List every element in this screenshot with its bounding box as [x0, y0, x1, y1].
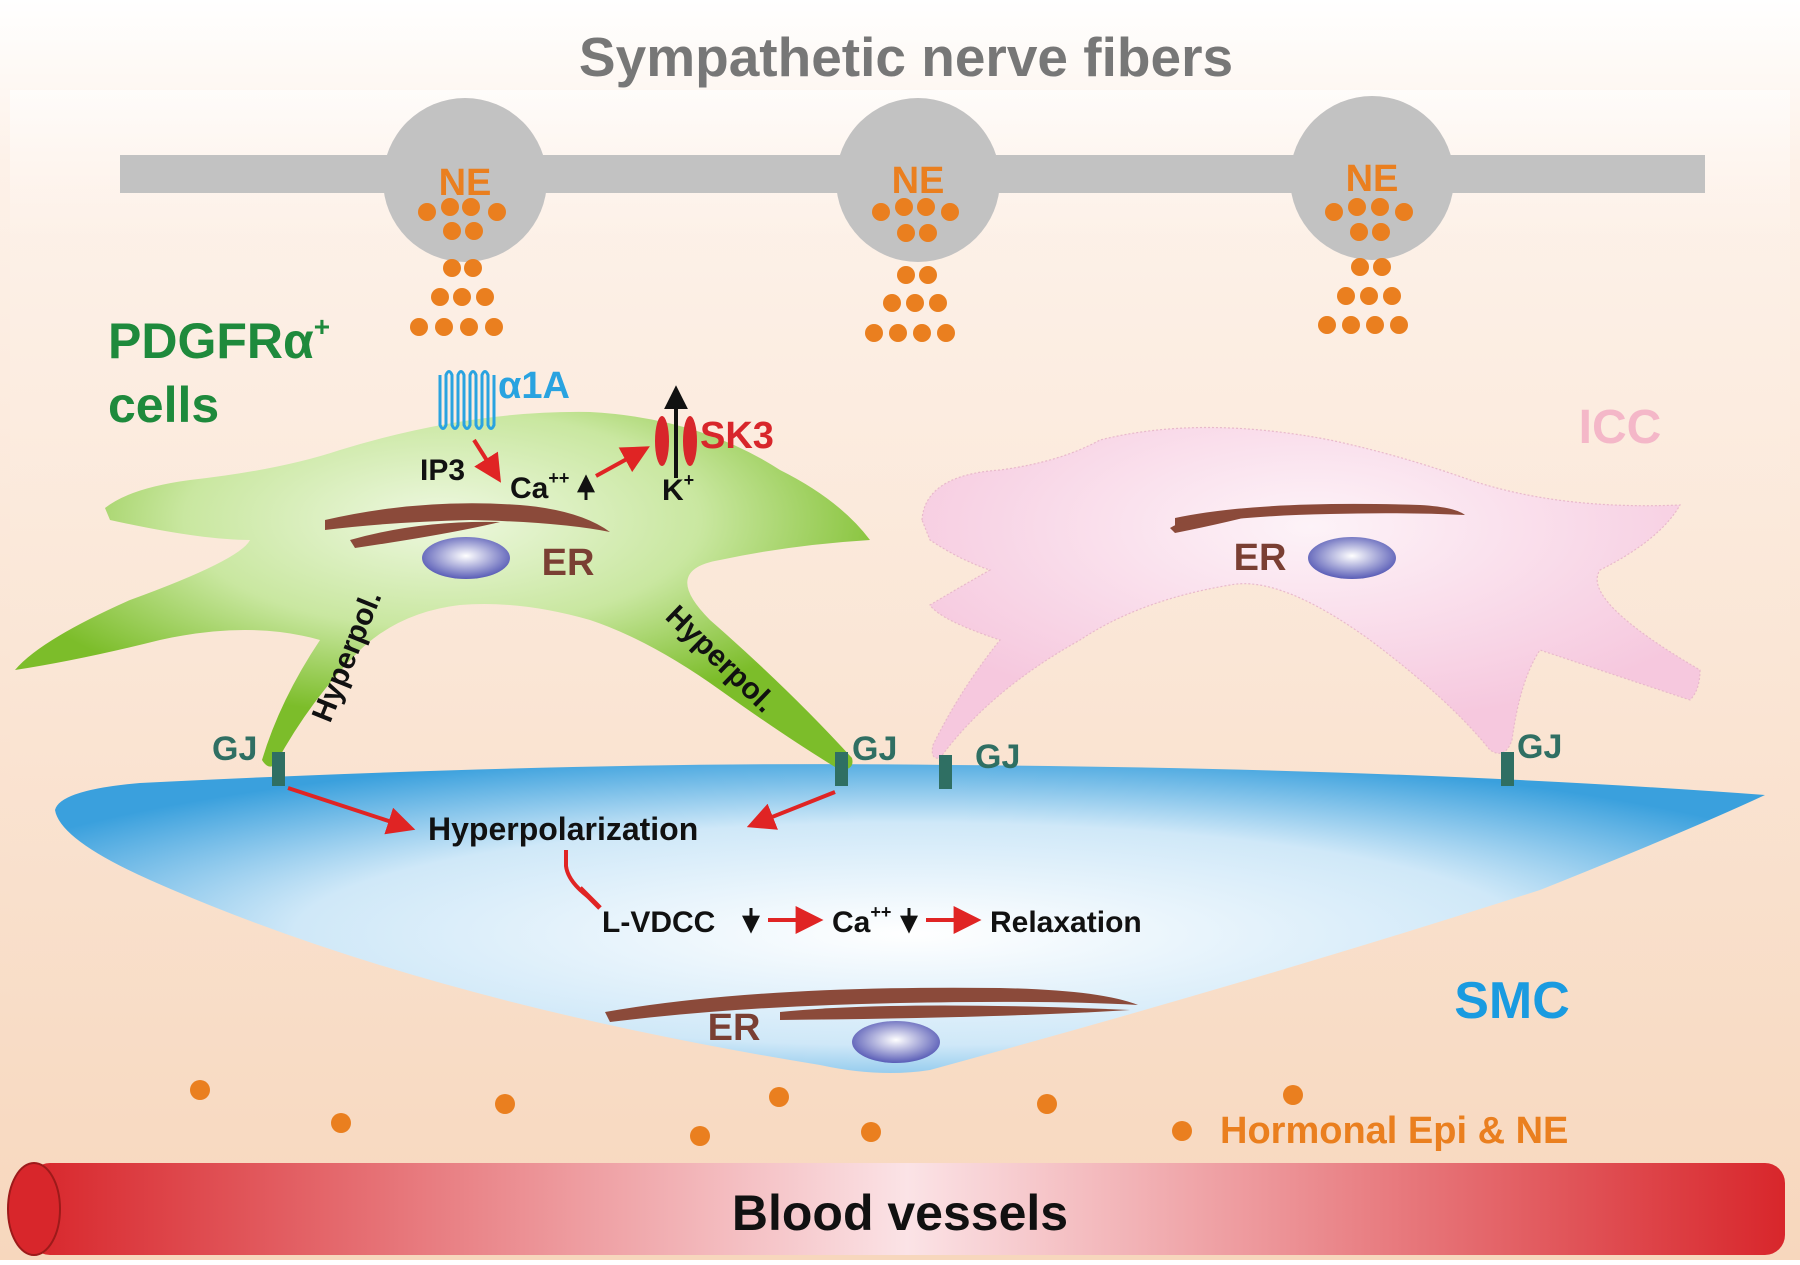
- pdgfr-cell: [15, 411, 870, 770]
- ca-to-sk3-arrow: [595, 446, 650, 478]
- varicosity-1: NE: [383, 98, 547, 262]
- alpha1a-label: α1A: [498, 365, 570, 407]
- ne-vesicles-1: [410, 198, 506, 336]
- nerve-title: Sympathetic nerve fibers: [579, 26, 1233, 88]
- gj1-arrow: [287, 786, 416, 835]
- icc-label: ICC: [1579, 401, 1662, 454]
- gj-label-2: GJ: [852, 730, 897, 768]
- sk3-channel-icon: [655, 385, 697, 478]
- varicosity-2: NE: [836, 98, 1000, 262]
- lvdcc-label: L-VDCC: [602, 906, 715, 939]
- pdgfr-er: [325, 503, 610, 532]
- smc-ca-label: Ca++: [832, 902, 891, 939]
- gap-junction-3: GJ: [939, 738, 1020, 789]
- ne-vesicles-2: [865, 198, 959, 342]
- ca-label: Ca++: [510, 468, 569, 505]
- relaxation-label: Relaxation: [990, 906, 1142, 939]
- ne-label-1: NE: [439, 162, 492, 204]
- ne-vesicles-3: [1318, 198, 1413, 334]
- gj-label-3: GJ: [975, 738, 1020, 776]
- blood-vessel: [7, 1162, 1785, 1256]
- gap-junction-4: GJ: [1501, 728, 1562, 786]
- hyperpolarization-label: Hyperpolarization: [428, 811, 698, 847]
- pdgfr-label: PDGFRα+: [108, 311, 330, 369]
- smc-nucleus: [852, 1021, 940, 1063]
- smc-label: SMC: [1454, 972, 1570, 1030]
- ip3-arrow: [472, 438, 501, 483]
- pdgfr-nucleus: [422, 537, 510, 579]
- smc-er: [605, 987, 1138, 1022]
- blood-vessels-label: Blood vessels: [732, 1185, 1068, 1241]
- gj2-arrow: [746, 790, 836, 830]
- alpha1a-receptor-icon: [438, 370, 496, 430]
- gap-junction-1: GJ: [212, 730, 285, 786]
- icc-cell: [921, 426, 1701, 759]
- ne-label-2: NE: [892, 160, 945, 202]
- pdgfr-er-label: ER: [542, 542, 595, 584]
- pdgfr-label-line2: cells: [108, 377, 219, 433]
- ip3-label: IP3: [420, 454, 465, 487]
- smc-er-label: ER: [708, 1007, 761, 1049]
- ne-label-3: NE: [1346, 158, 1399, 200]
- k-label: K+: [662, 470, 694, 507]
- sk3-label: SK3: [700, 415, 774, 457]
- gj-label-1: GJ: [212, 730, 257, 768]
- gj-label-4: GJ: [1517, 728, 1562, 766]
- gap-junction-2: GJ: [835, 730, 897, 786]
- hormonal-label: Hormonal Epi & NE: [1220, 1110, 1568, 1152]
- hormonal-dots: [190, 1080, 1303, 1146]
- icc-nucleus: [1308, 537, 1396, 579]
- icc-er-label: ER: [1234, 537, 1287, 579]
- varicosity-3: NE: [1290, 96, 1454, 260]
